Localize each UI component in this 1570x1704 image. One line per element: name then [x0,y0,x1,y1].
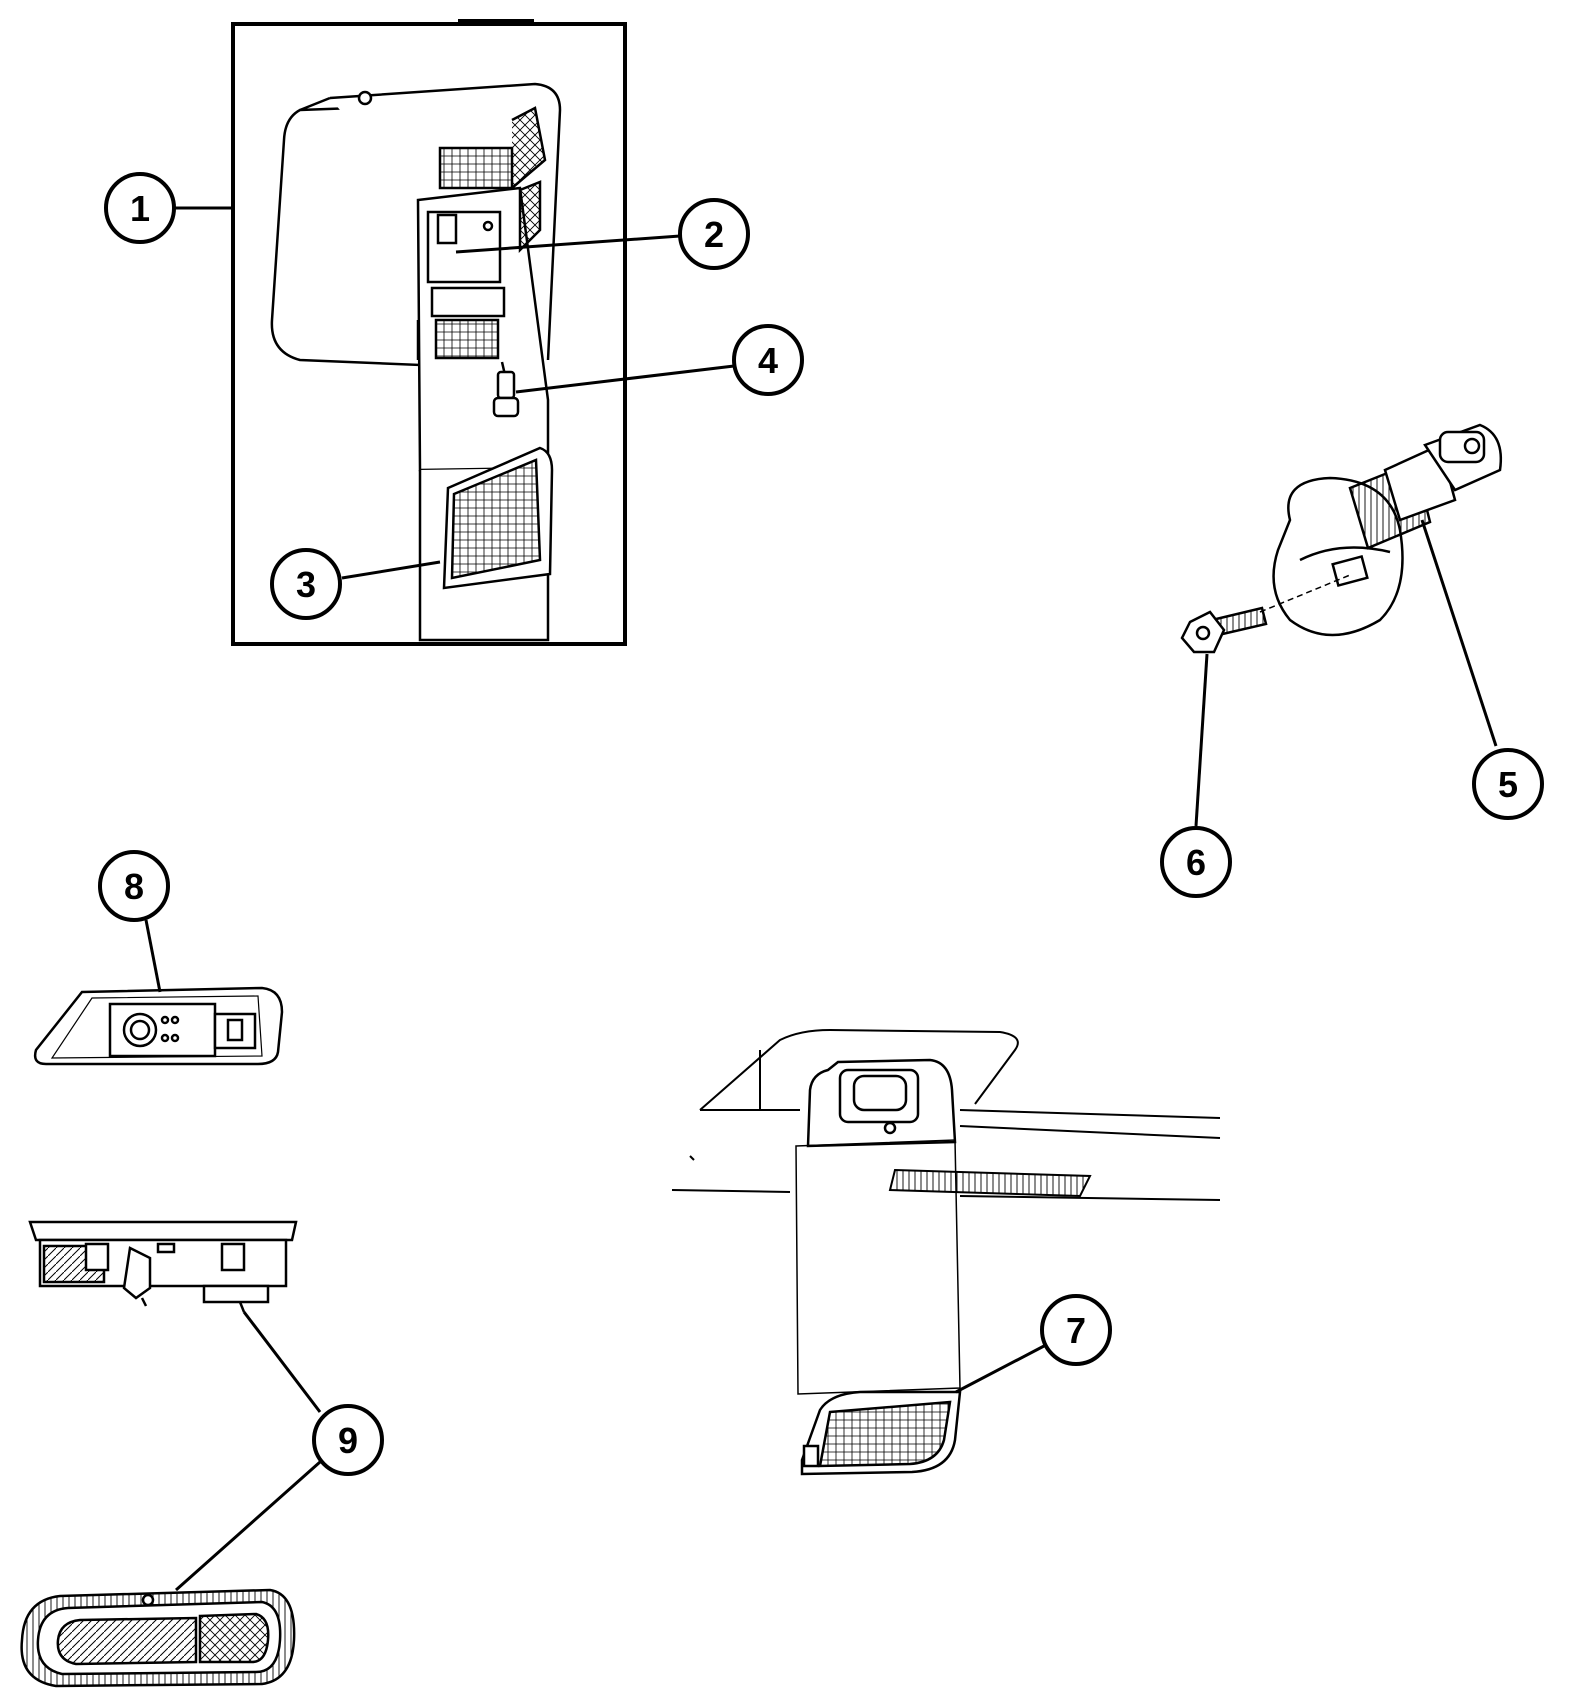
courtesy-lamp [1180,423,1503,654]
callout-4: 4 [732,324,804,396]
callout-9-label: 9 [338,1420,358,1461]
cargo-lamp [795,1058,962,1476]
callout-8-label: 8 [124,866,144,907]
callout-1-label: 1 [130,188,150,229]
leader-3 [341,560,441,580]
callout-2-label: 2 [704,214,724,255]
callout-6: 6 [1160,826,1232,898]
leader-4 [515,364,735,394]
callout-3-label: 3 [296,564,316,605]
leader-9b [175,1460,321,1592]
callout-5-label: 5 [1498,764,1518,805]
callout-9: 9 [312,1404,384,1476]
callout-4-label: 4 [758,340,778,381]
overhead-lamp-housing [270,82,562,642]
leader-lines [144,206,1498,1592]
callout-7-label: 7 [1066,1310,1086,1351]
callout-1: 1 [104,172,176,244]
leader-7 [955,1344,1045,1394]
leader-2 [455,234,681,254]
callout-8: 8 [98,850,170,922]
inset-frame [231,19,627,646]
leader-9a [242,1311,322,1413]
leader-8 [144,919,162,993]
lamp-lens [20,1588,296,1688]
callout-5: 5 [1472,748,1544,820]
callout-3: 3 [270,548,342,620]
callout-6-label: 6 [1186,842,1206,883]
lamp-side-view [28,1220,298,1313]
roof-section [671,1028,1221,1201]
switch-assembly [33,986,284,1066]
callout-2: 2 [678,198,750,270]
leader-5 [1420,519,1498,747]
callout-7: 7 [1040,1294,1112,1366]
leader-6 [1194,653,1209,827]
